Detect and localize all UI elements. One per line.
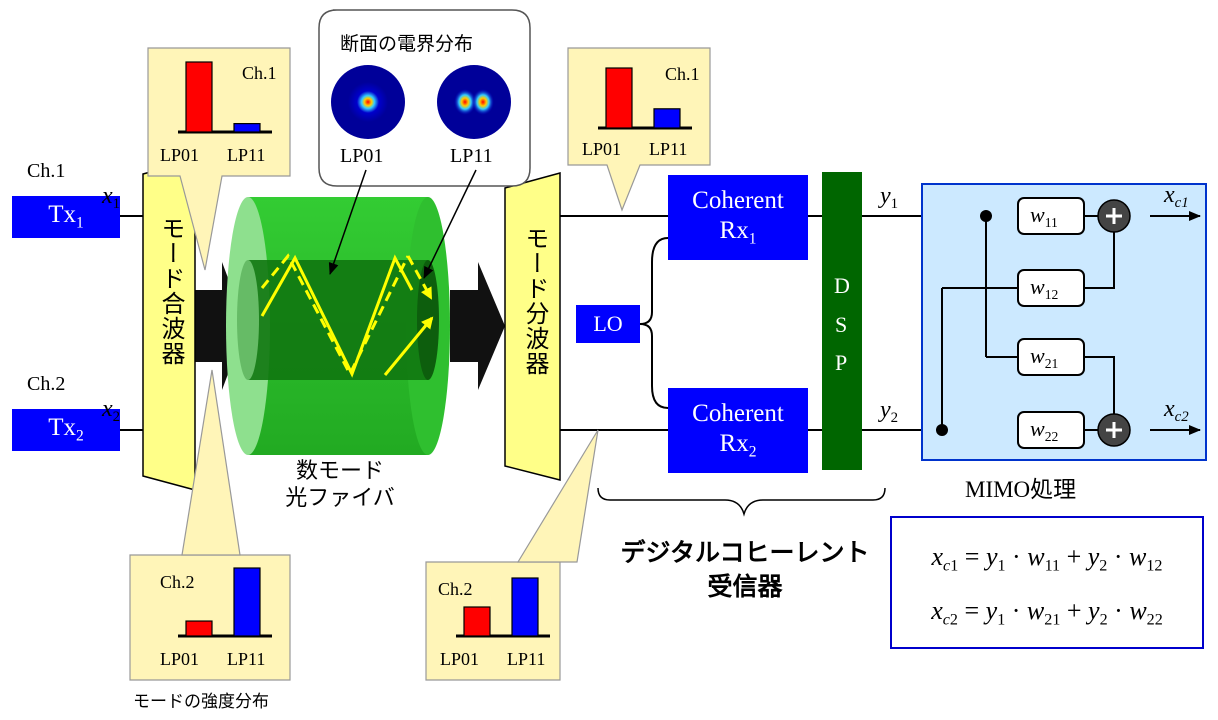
callout-rx1-cat1: LP01: [582, 139, 622, 159]
rx2-box: Coherent Rx2: [668, 388, 808, 473]
w12-block: [1017, 269, 1085, 307]
field-callout-title: 断面の電界分布: [340, 33, 474, 55]
callout-tx2-cat1: LP01: [160, 649, 200, 669]
callout-tx2-cat2: LP11: [227, 649, 266, 669]
callout-tx1-cat1: LP01: [160, 145, 200, 165]
tx1-box: Tx1: [12, 196, 120, 238]
callout-rx2-cat2: LP11: [507, 649, 546, 669]
lp11-pointer: [423, 169, 477, 279]
callout-rx1-channel: Ch.1: [665, 64, 700, 84]
fiber-label-1: 数モード: [295, 459, 384, 484]
adder-1: [1097, 199, 1131, 233]
rx1-label: Rx: [719, 216, 749, 244]
intensity-caption: モードの強度分布: [133, 692, 269, 712]
dsp-letter-p: P: [835, 350, 848, 375]
w11-block: [1017, 197, 1085, 235]
rx2-line1: Coherent: [692, 399, 784, 427]
dsp-letter-d: D: [834, 273, 850, 298]
formula-box: xc1 = y1 · w11 + y2 · w12 xc2 = y1 · w21…: [890, 516, 1204, 649]
y1-junction: [980, 210, 992, 222]
bar-lp11-3: [653, 108, 681, 129]
lo-box: LO: [576, 305, 640, 343]
lp11-field-lobe-left: [454, 89, 476, 115]
field-lp11-label: LP11: [450, 145, 493, 167]
y2-junction: [936, 424, 948, 436]
bar-lp01-3: [605, 67, 633, 129]
tx1-label: Tx: [48, 201, 77, 229]
callout-rx2-cat1: LP01: [440, 649, 480, 669]
bar-lp01-2: [185, 620, 213, 637]
w21-block: [1017, 338, 1085, 376]
y2-label: y2: [880, 397, 899, 427]
callout-tx1-channel: Ch.1: [242, 63, 277, 83]
x2-label: x2: [102, 396, 121, 426]
fiber-label-2: 光ファイバ: [285, 486, 395, 511]
bar-lp11-2: [233, 567, 261, 637]
w11-label: w11: [1030, 202, 1058, 230]
lp11-field-lobe-right: [472, 89, 494, 115]
lp01-ray-end: [383, 316, 434, 376]
w21-to-sum2: [1084, 356, 1115, 414]
lp01-pointer: [328, 169, 367, 275]
w12-label: w12: [1030, 274, 1059, 302]
tx1-sub: 1: [76, 214, 84, 232]
callout-rx2-channel: Ch.2: [438, 579, 473, 599]
rx1-line1: Coherent: [692, 186, 784, 214]
callout-tx2-tail: [181, 369, 241, 556]
tx2-box: Tx2: [12, 409, 120, 451]
callout-rx1-cat2: LP11: [649, 139, 688, 159]
dsp-block: [822, 172, 862, 470]
lp11-ray: [260, 253, 410, 378]
mode-demultiplexer: [504, 172, 561, 481]
dsp-letter-s: S: [835, 312, 848, 337]
lp01-field-spot: [348, 82, 388, 122]
field-callout-box: [318, 9, 531, 187]
rx1-sub: 1: [748, 230, 757, 248]
w21-label: w21: [1030, 343, 1059, 371]
bar-lp01-4: [463, 606, 491, 637]
callout-tx2-channel: Ch.2: [160, 572, 195, 592]
field-lp01-label: LP01: [340, 145, 384, 167]
receiver-brace: [597, 487, 886, 517]
formula-2: xc2 = y1 · w21 + y2 · w22: [931, 596, 1163, 629]
bar-lp11-4: [511, 577, 539, 637]
x1-label: x1: [102, 183, 121, 213]
callout-rx2-tail: [516, 429, 599, 563]
adder-2: [1097, 413, 1131, 447]
rx2-sub: 2: [748, 443, 757, 461]
rx2-label: Rx: [719, 429, 749, 457]
mimo-label: MIMO処理: [965, 477, 1077, 502]
w22-label: w22: [1030, 416, 1059, 444]
callout-tx1-cat2: LP11: [227, 145, 266, 165]
xc1-label: xc1: [1164, 182, 1189, 212]
mux-label: モード合波器: [157, 216, 185, 366]
callout-tx2: [129, 554, 291, 681]
lp11-ray-end: [406, 255, 433, 300]
w22-block: [1017, 411, 1085, 449]
lo-label: LO: [593, 311, 623, 336]
fiber-output-arrow: [450, 262, 505, 390]
tx2-channel: Ch.2: [27, 373, 66, 395]
bar-lp01-1: [185, 61, 213, 133]
formula-1: xc1 = y1 · w11 + y2 · w12: [931, 542, 1163, 575]
callout-tx1: [147, 47, 291, 271]
rx1-box: Coherent Rx1: [668, 175, 808, 260]
demux-label: モード分波器: [521, 226, 549, 376]
receiver-caption-2: 受信器: [707, 572, 783, 601]
w12-to-sum1: [1084, 232, 1115, 289]
xc2-label: xc2: [1164, 396, 1189, 426]
tx1-channel: Ch.1: [27, 160, 66, 182]
tx2-sub: 2: [76, 427, 84, 445]
tx2-label: Tx: [48, 414, 77, 442]
bar-lp11-1: [233, 122, 261, 133]
receiver-caption-1: デジタルコヒーレント: [620, 538, 870, 567]
lo-split-bracket: [639, 237, 669, 409]
y1-label: y1: [880, 183, 899, 213]
few-mode-fiber: [226, 197, 450, 455]
